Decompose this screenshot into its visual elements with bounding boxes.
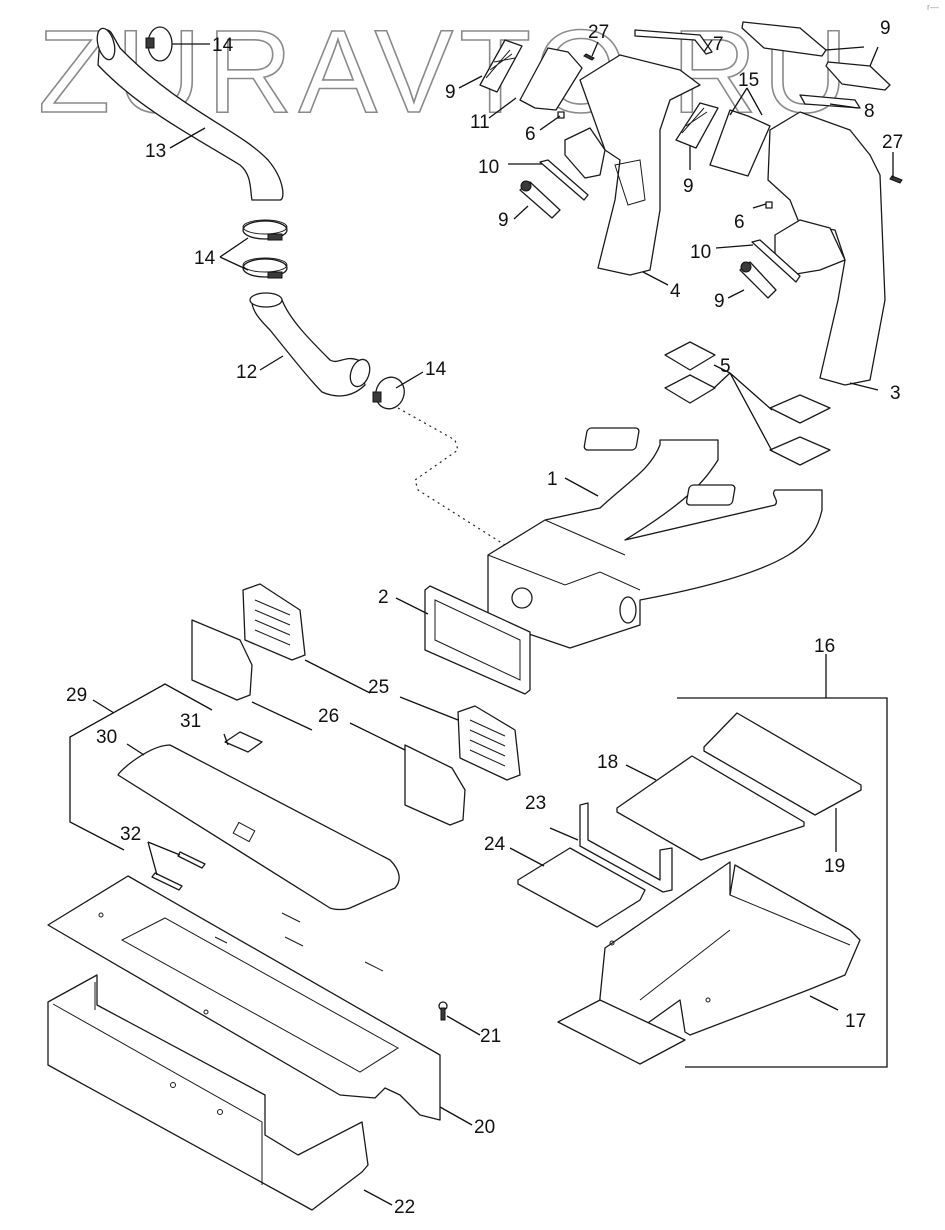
callout-20: 20 <box>474 1117 495 1138</box>
part-31-mat-plug[interactable] <box>224 731 263 753</box>
part-30-floor-mat[interactable] <box>117 744 400 911</box>
part-22-duct-housing-box[interactable] <box>47 974 369 1211</box>
callout-15: 15 <box>738 70 759 91</box>
callout-9-top-right: 9 <box>880 18 891 39</box>
callout-4: 4 <box>670 281 681 302</box>
callout-18: 18 <box>597 752 618 773</box>
callout-7: 7 <box>713 34 724 55</box>
callout-9-top-left: 9 <box>445 82 456 103</box>
part-27-pin-left[interactable] <box>583 53 595 61</box>
part-3-right-vertical-duct[interactable] <box>767 111 886 386</box>
callout-6-right: 6 <box>734 212 745 233</box>
callout-17: 17 <box>845 1011 866 1032</box>
part-27-pin-right[interactable] <box>889 175 903 184</box>
part-9-round-vent-left[interactable] <box>519 180 561 219</box>
callout-32: 32 <box>120 824 141 845</box>
part-14-hose-clamp-top[interactable] <box>145 26 173 62</box>
part-10-vent-seal-right[interactable] <box>751 239 801 283</box>
part-20-floor-plate[interactable] <box>47 875 441 1121</box>
callout-12: 12 <box>236 362 257 383</box>
part-9-vent-louvre-top-right[interactable] <box>741 21 891 91</box>
part-8-defrost-bar-right[interactable] <box>799 94 861 109</box>
callout-5: 5 <box>720 356 731 377</box>
part-21-bolt[interactable] <box>438 1001 448 1021</box>
part-4-left-vertical-duct[interactable] <box>564 54 701 276</box>
part-18-insulation-pad-large[interactable] <box>616 755 805 861</box>
callout-19: 19 <box>824 856 845 877</box>
leader-lines <box>92 39 894 1206</box>
callout-9-center: 9 <box>683 176 694 197</box>
part-12-lower-hose[interactable] <box>249 292 373 397</box>
callout-6-left: 6 <box>525 124 536 145</box>
part-15-filter-panel-right[interactable] <box>709 109 771 177</box>
callout-22: 22 <box>394 1197 415 1218</box>
callout-9-round-right: 9 <box>714 291 725 312</box>
callout-29: 29 <box>66 685 87 706</box>
callout-2: 2 <box>378 587 389 608</box>
part-9-vent-louvre-center[interactable] <box>675 102 719 149</box>
callout-3: 3 <box>890 383 901 404</box>
callout-30: 30 <box>96 727 117 748</box>
callout-14-duct-end: 14 <box>425 359 447 380</box>
callout-10-right: 10 <box>690 242 711 263</box>
callout-9-round-left: 9 <box>498 210 509 231</box>
part-29-kit-bracket <box>69 683 213 851</box>
callout-25: 25 <box>368 677 389 698</box>
part-9-vent-louvre-top-left[interactable] <box>479 39 523 93</box>
part-16-kit-bracket <box>677 697 888 1068</box>
callout-8: 8 <box>864 101 875 122</box>
callout-26: 26 <box>318 706 339 727</box>
part-17-duct-cover-tray[interactable] <box>557 861 861 1065</box>
part-32-mat-strips[interactable] <box>151 851 206 891</box>
connection-dotted-line <box>397 407 506 546</box>
part-25-floor-grille-upper[interactable] <box>242 583 306 661</box>
callout-14-top: 14 <box>212 35 234 56</box>
part-24-insulation-pad-small[interactable] <box>517 847 646 928</box>
part-10-vent-seal-left[interactable] <box>539 159 589 201</box>
part-7-defrost-bar-left[interactable] <box>634 29 713 55</box>
part-26-grille-cover-lower[interactable] <box>404 744 466 826</box>
callout-13: 13 <box>145 141 166 162</box>
part-6-clip-left[interactable] <box>557 111 565 119</box>
callout-23: 23 <box>525 793 546 814</box>
part-2-inlet-seal-frame[interactable] <box>424 585 531 695</box>
callout-14-pair: 14 <box>194 248 216 269</box>
part-25-floor-grille-lower[interactable] <box>457 705 521 781</box>
callout-10-left: 10 <box>478 157 499 178</box>
part-9-round-vent-right[interactable] <box>739 261 777 299</box>
part-23-u-channel-seal[interactable] <box>579 802 673 893</box>
part-19-insulation-strip[interactable] <box>703 712 862 816</box>
part-14-hose-clamp-duct-end[interactable] <box>371 373 408 413</box>
callout-27-left: 27 <box>588 22 609 43</box>
callout-16: 16 <box>814 636 835 657</box>
corner-mark: r— <box>927 2 939 12</box>
callout-1: 1 <box>547 469 558 490</box>
part-11-filter-panel-left[interactable] <box>519 47 583 111</box>
part-5-gaskets[interactable] <box>664 341 831 466</box>
part-6-clip-right[interactable] <box>765 201 773 209</box>
part-13-upper-hose[interactable] <box>94 26 284 201</box>
callout-21: 21 <box>480 1026 501 1047</box>
callout-11: 11 <box>470 112 490 133</box>
part-14-hose-clamps-pair[interactable] <box>242 219 288 279</box>
part-26-grille-cover-upper[interactable] <box>191 619 253 701</box>
callout-27-right: 27 <box>882 132 903 153</box>
part-1-main-duct[interactable] <box>487 427 823 649</box>
callout-31: 31 <box>180 711 201 732</box>
callout-24: 24 <box>484 834 506 855</box>
